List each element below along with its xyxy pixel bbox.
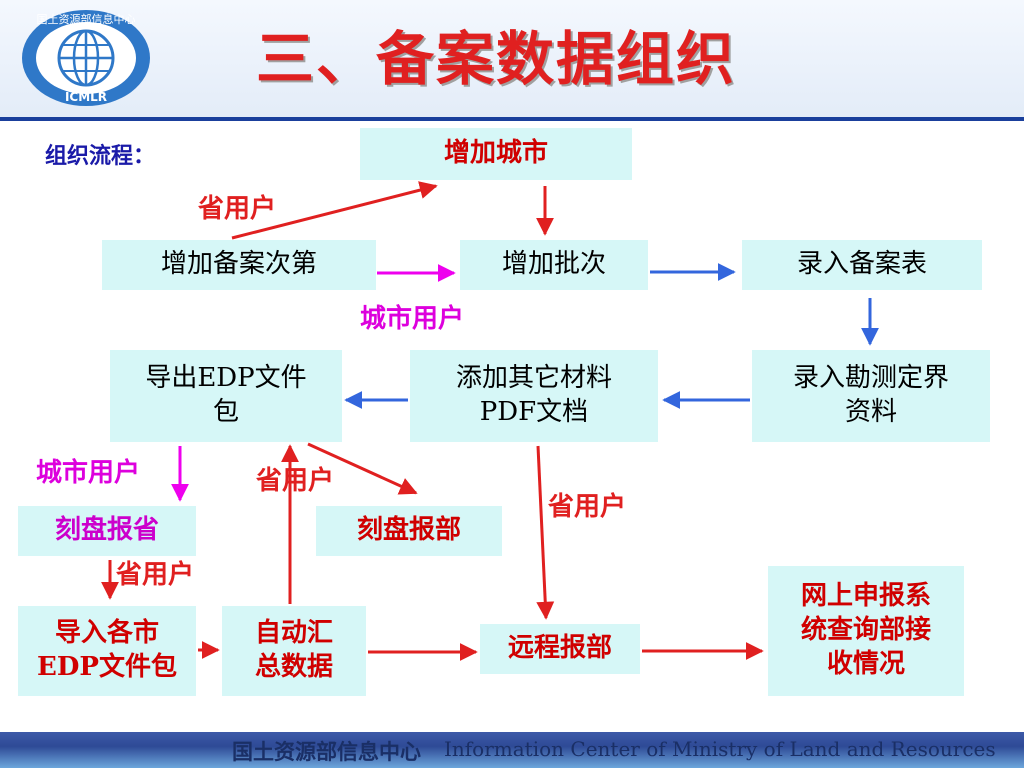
box-remote-report-label: 远程报部 [507,633,612,664]
footer-org-cn: 国土资源部信息中心 [232,739,421,764]
footer-band [0,732,1024,768]
box-export-edp-line2: 包 [212,397,239,427]
box-add-materials-line2: PDF文档 [479,397,589,427]
box-enter-survey: 录入勘测定界 资料 [752,350,990,442]
arrow-export-to-burn-ministry [307,442,418,495]
box-auto-summary-line2: 总数据 [254,652,333,682]
label-province-user-2: 省用户 [256,466,335,496]
box-burn-ministry-label: 刻盘报部 [356,515,461,546]
arrow-materials-to-remote [536,445,555,620]
box-remote-report: 远程报部 [480,624,640,674]
box-online-query-line2: 统查询部接 [800,615,931,646]
box-enter-survey-line1: 录入勘测定界 [792,363,949,394]
icmlr-logo-icon: 国土资源部信息中心 ICMLR [22,10,150,106]
box-burn-ministry: 刻盘报部 [316,506,502,556]
box-export-edp-line1: 导出EDP文件 [145,363,307,394]
box-enter-record: 录入备案表 [742,240,982,290]
label-city-user-1: 城市用户 [360,304,465,334]
label-province-user-4: 省用户 [116,560,195,590]
flow-subtitle: 组织流程： [45,143,156,169]
header-band [0,0,1024,118]
box-auto-summary: 自动汇 总数据 [222,606,366,696]
box-import-edp: 导入各市 EDP文件包 [18,606,196,696]
box-auto-summary-line1: 自动汇 [254,618,333,649]
header-divider [0,117,1024,121]
label-city-user-2: 城市用户 [36,458,141,488]
box-online-query-line1: 网上申报系 [800,581,931,612]
box-import-edp-line1: 导入各市 [54,618,159,649]
box-enter-record-label: 录入备案表 [796,249,927,280]
box-burn-province: 刻盘报省 [18,506,196,556]
box-add-materials-line1: 添加其它材料 [455,363,612,394]
box-add-batch-label: 增加批次 [501,249,606,280]
box-add-batch-order-label: 增加备案次第 [160,249,317,280]
slide-title: 三、备案数据组织 [256,25,737,93]
box-online-query: 网上申报系 统查询部接 收情况 [768,566,964,696]
box-add-city-label: 增加城市 [443,138,548,169]
footer-org-en: Information Center of Ministry of Land a… [444,737,996,761]
box-add-batch-order: 增加备案次第 [102,240,376,290]
box-add-city: 增加城市 [360,128,632,180]
box-burn-province-label: 刻盘报省 [54,515,159,546]
box-import-edp-line2: EDP文件包 [37,652,177,682]
label-province-user-1: 省用户 [198,194,277,224]
box-enter-survey-line2: 资料 [844,397,897,427]
arrow-order-to-city [231,181,438,240]
box-export-edp: 导出EDP文件 包 [110,350,342,442]
label-province-user-3: 省用户 [548,492,627,522]
box-online-query-line3: 收情况 [826,648,905,679]
logo-text-top: 国土资源部信息中心 [37,12,136,26]
box-add-batch: 增加批次 [460,240,648,290]
logo-text-bottom: ICMLR [65,90,107,104]
box-add-materials: 添加其它材料 PDF文档 [410,350,658,442]
